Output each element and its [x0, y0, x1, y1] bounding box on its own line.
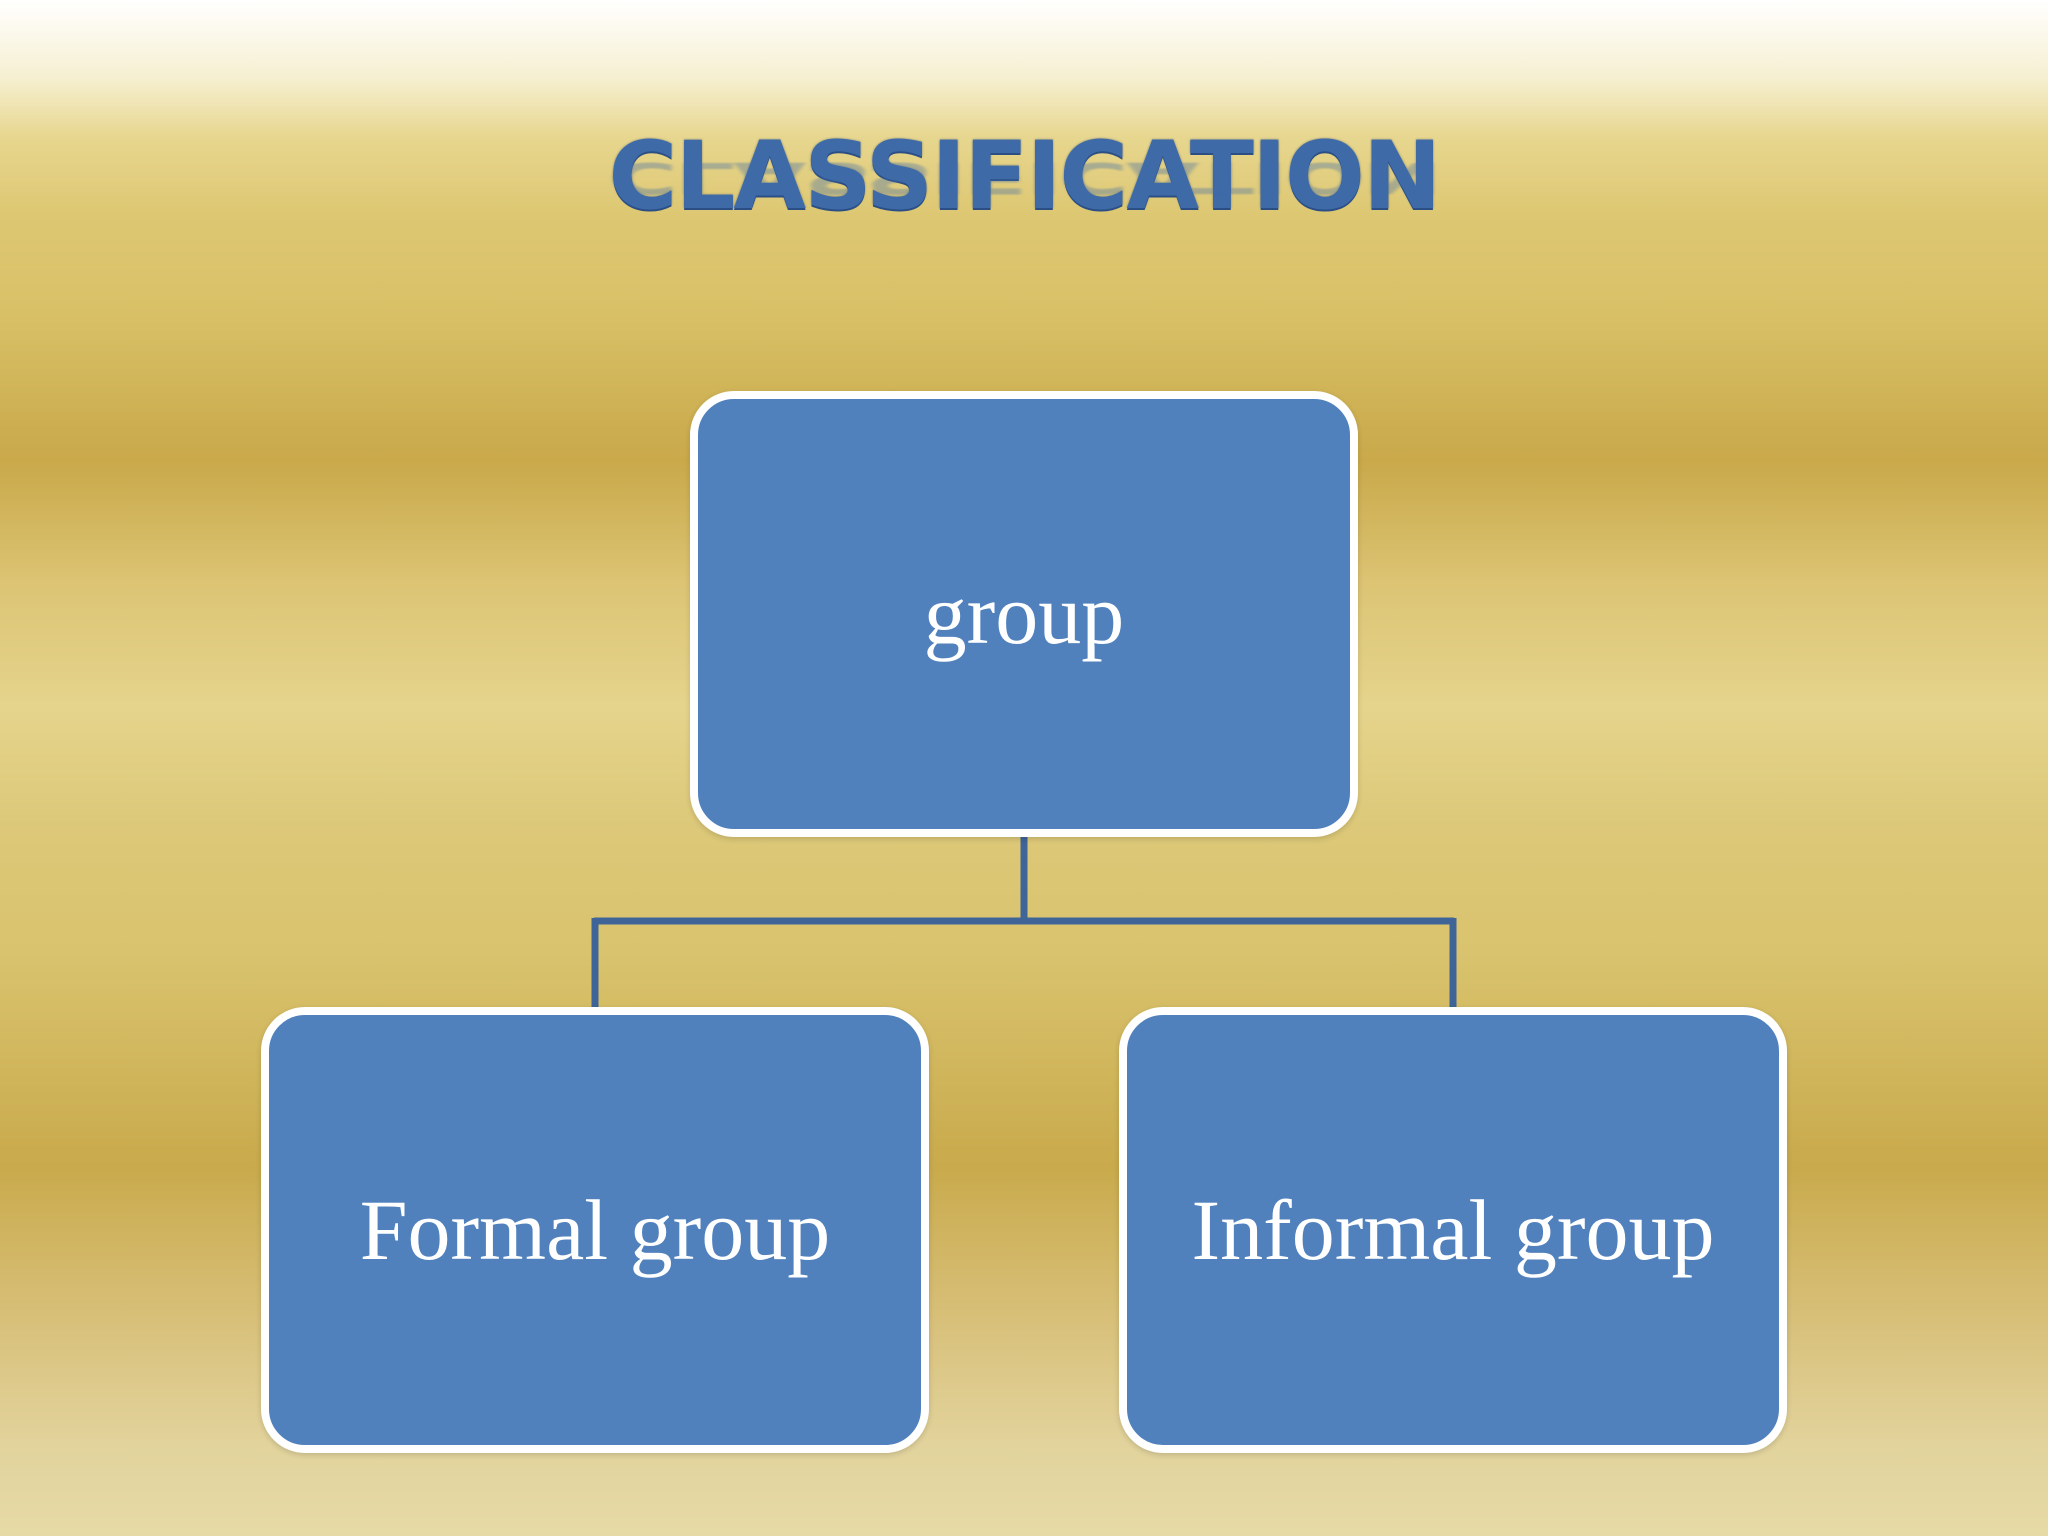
node-formal-group-label: Formal group	[359, 1181, 831, 1278]
node-group: group	[690, 391, 1358, 837]
node-informal-group: Informal group	[1119, 1007, 1787, 1453]
node-informal-group-label: Informal group	[1191, 1181, 1715, 1278]
node-group-label: group	[923, 565, 1125, 662]
node-formal-group: Formal group	[261, 1007, 929, 1453]
slide-title: CLASSIFICATION	[608, 122, 1441, 231]
